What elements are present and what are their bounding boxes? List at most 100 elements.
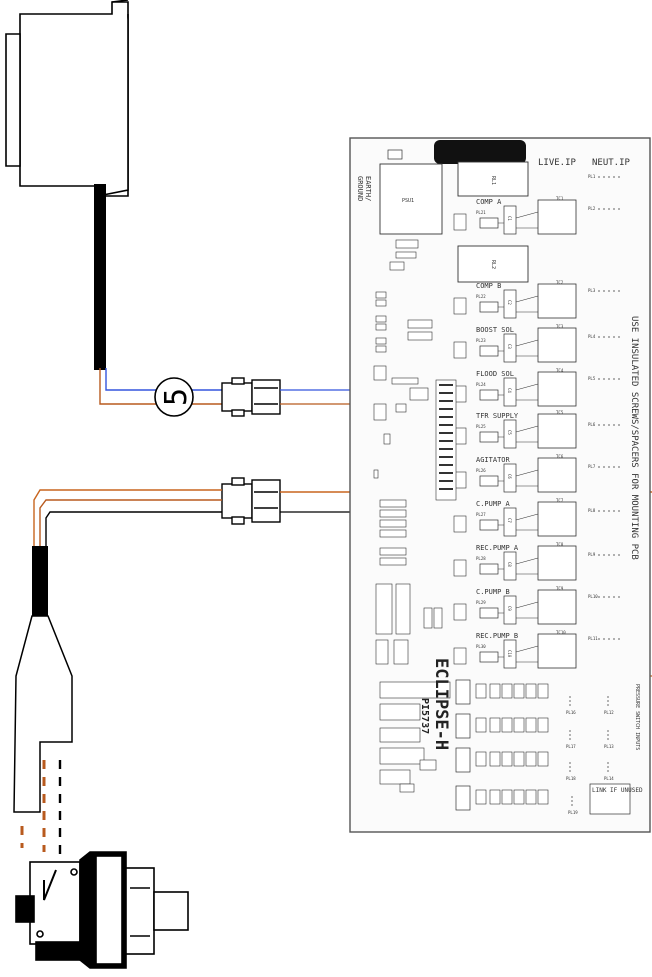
relay-rl1 xyxy=(457,161,529,197)
channel-cap xyxy=(503,463,517,493)
device-cable-sheath xyxy=(94,184,106,370)
neutral-plug-label: PL11 xyxy=(588,636,598,641)
channel-cap xyxy=(503,595,517,625)
driver-ic xyxy=(475,751,487,767)
neutral-plug-label: PL4 xyxy=(588,334,596,339)
channel-plug: PL24 xyxy=(476,382,486,387)
driver-row-1 xyxy=(455,679,549,705)
channel-label: REC.PUMP A xyxy=(476,544,519,552)
pressure-plug-label: PL13 xyxy=(604,744,614,749)
channel-opto xyxy=(453,515,467,533)
driver-cell xyxy=(525,683,537,699)
driver-cell xyxy=(537,683,549,699)
channel-label: COMP A xyxy=(476,198,502,206)
psu-label: PSU1 xyxy=(402,198,414,204)
driver-opto xyxy=(455,713,471,739)
channel-label: REC.PUMP B xyxy=(476,632,518,640)
driver-cell xyxy=(513,789,525,805)
pressure-plug-label: PL16 xyxy=(566,710,576,715)
channel-traces xyxy=(498,295,539,313)
channel-tc xyxy=(537,545,577,581)
channel-traces xyxy=(498,513,539,531)
svg-text:RL1: RL1 xyxy=(490,176,496,185)
channel-tc xyxy=(537,327,577,363)
channel-cap-label: C10 xyxy=(507,650,512,658)
channel-tc-label: TC9 xyxy=(556,586,564,591)
channel-traces xyxy=(498,383,539,401)
channel-tc-label: TC6 xyxy=(556,454,564,459)
channel-plug-body xyxy=(479,475,499,487)
channel-plug-body xyxy=(479,217,499,229)
channel-cap xyxy=(503,205,517,235)
channel-label: C.PUMP B xyxy=(476,588,510,596)
driver-cell xyxy=(489,751,501,767)
channel-tc xyxy=(537,501,577,537)
channel-cap xyxy=(503,333,517,363)
driver-ic xyxy=(475,717,487,733)
driver-ic xyxy=(475,789,487,805)
channel-cap-label: C2 xyxy=(507,300,512,305)
driver-cell xyxy=(537,717,549,733)
driver-cell xyxy=(537,789,549,805)
pressure-plug-label: PL19 xyxy=(568,810,578,815)
channel-label: TFR SUPPLY xyxy=(476,412,519,420)
black-wire-left xyxy=(45,511,222,548)
driver-cell xyxy=(489,683,501,699)
channel-opto xyxy=(453,297,467,315)
channel-plug: PL27 xyxy=(476,512,486,517)
channel-cap-label: C9 xyxy=(507,606,512,611)
earth-label: EARTH/ xyxy=(364,176,372,201)
neutral-plug-label: PL7 xyxy=(588,464,596,469)
driver-cell xyxy=(525,717,537,733)
channel-cap-label: C4 xyxy=(507,388,512,393)
pcb-top-tab xyxy=(434,140,526,164)
channel-cap xyxy=(503,551,517,581)
channel-plug: PL28 xyxy=(476,556,486,561)
channel-plug-body xyxy=(479,431,499,443)
pcb-header-pins xyxy=(439,384,453,490)
neutral-plug-label: PL8 xyxy=(588,508,596,513)
driver-row-3 xyxy=(455,747,549,773)
channel-cap xyxy=(503,639,517,669)
driver-cell xyxy=(501,717,513,733)
connector-number: 5 xyxy=(159,388,194,406)
driver-cell xyxy=(501,789,513,805)
channel-opto xyxy=(453,647,467,665)
driver-cell xyxy=(489,717,501,733)
three-pin-plug-icon xyxy=(221,477,281,525)
pressure-switch-cable-sheath xyxy=(32,546,48,616)
channel-traces xyxy=(498,339,539,357)
mounting-note: USE INSULATED SCREWS/SPACERS FOR MOUNTIN… xyxy=(629,316,639,560)
channel-tc-label: TC8 xyxy=(556,542,564,547)
channel-traces xyxy=(498,645,539,663)
channel-tc xyxy=(537,589,577,625)
driver-cell xyxy=(537,751,549,767)
channel-plug-body xyxy=(479,607,499,619)
pressure-switch-boot xyxy=(13,615,73,813)
channel-tc-label: TC5 xyxy=(556,410,564,415)
channel-cap xyxy=(503,419,517,449)
channel-traces xyxy=(498,425,539,443)
channel-tc-label: TC7 xyxy=(556,498,564,503)
channel-plug-body xyxy=(479,389,499,401)
channel-traces xyxy=(498,557,539,575)
driver-row-2 xyxy=(455,713,549,739)
channel-traces xyxy=(498,601,539,619)
header-neut-ip: NEUT.IP xyxy=(592,158,631,168)
channel-cap-label: C5 xyxy=(507,430,512,435)
channel-plug: PL29 xyxy=(476,600,486,605)
channel-plug: PL30 xyxy=(476,644,486,649)
driver-cell xyxy=(501,751,513,767)
driver-opto xyxy=(455,785,471,811)
pcb-small-components xyxy=(373,239,457,793)
channel-cap-label: C6 xyxy=(507,474,512,479)
psu-block xyxy=(379,163,443,235)
pcb-board: LIVE.IP NEUT.IP PSU1 EARTH/ GROUND RL1 R… xyxy=(349,137,651,833)
